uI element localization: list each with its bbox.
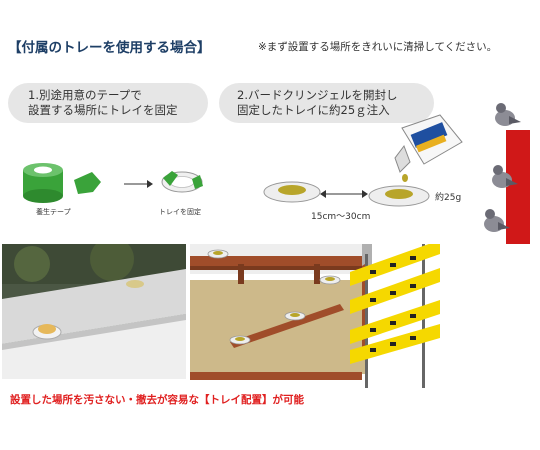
building-illustration [190, 244, 540, 392]
pigeon-icon [484, 209, 510, 232]
step-2-line-1: 2.バードクリンジェルを開封し [237, 88, 398, 102]
step-arrow-icon [124, 180, 153, 188]
pigeon-icon [492, 165, 518, 188]
step-1-line-1: 1.別途用意のテープで [28, 88, 142, 102]
tape-roll-icon [23, 163, 63, 203]
step-2-box: 2.バードクリンジェルを開封し 固定したトレイに約25ｇ注入 [219, 83, 434, 123]
cleaning-note: ※まず設置する場所をきれいに清掃してください。 [258, 41, 498, 53]
section-title: 【付属のトレーを使用する場合】 [8, 40, 211, 56]
gel-tube-icon [394, 114, 463, 182]
distance-label: 15cm～30cm [311, 212, 371, 222]
amount-label: 約25g [435, 193, 462, 203]
gel-tray-icon [263, 181, 321, 203]
fixed-tray-label: トレイを固定 [159, 208, 201, 216]
tape-piece-icon [74, 172, 101, 194]
distance-arrow-icon [320, 190, 368, 198]
tape-label: 養生テープ [36, 208, 71, 216]
step-1-line-2: 設置する場所にトレイを固定 [28, 103, 178, 117]
pigeon-icon [495, 103, 521, 126]
installation-photo [2, 244, 186, 379]
fixed-tray-icon [161, 171, 203, 193]
bottom-highlight-text: 設置した場所を汚さない・撤去が容易な【トレイ配置】が可能 [10, 394, 304, 406]
gel-tray-icon [368, 185, 430, 207]
step-1-box: 1.別途用意のテープで 設置する場所にトレイを固定 [8, 83, 208, 123]
step-2-line-2: 固定したトレイに約25ｇ注入 [237, 103, 390, 117]
header: 【付属のトレーを使用する場合】 ※まず設置する場所をきれいに清掃してください。 [8, 36, 533, 56]
